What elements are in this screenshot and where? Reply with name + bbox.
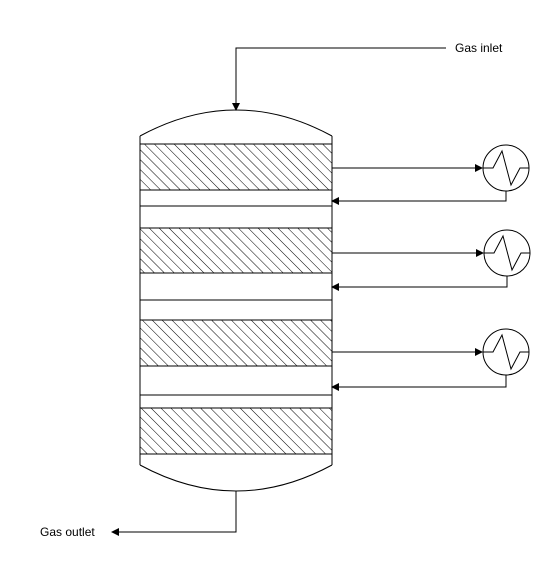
heat-exchanger-loop-1 — [331, 144, 530, 205]
return-line — [331, 191, 507, 205]
gas-inlet-label: Gas inlet — [455, 41, 503, 55]
heat-exchanger-coil — [483, 149, 529, 187]
return-line — [331, 276, 508, 291]
heat-exchanger-coil — [483, 333, 529, 371]
gas-outlet-line — [111, 491, 237, 536]
vessel-bottom-head — [139, 464, 333, 492]
catalyst-bed-4 — [139, 407, 333, 455]
heat-exchanger-loop-2 — [331, 229, 531, 291]
catalyst-bed-2 — [139, 227, 333, 274]
catalyst-bed-1 — [139, 143, 333, 191]
return-line — [331, 375, 507, 391]
vessel-top-head — [139, 109, 333, 137]
catalyst-bed-3 — [139, 319, 333, 367]
gas-inlet-line — [232, 47, 446, 111]
heat-exchanger-loop-3 — [331, 328, 530, 391]
gas-outlet-label: Gas outlet — [40, 525, 95, 539]
heat-exchanger-coil — [484, 234, 530, 272]
